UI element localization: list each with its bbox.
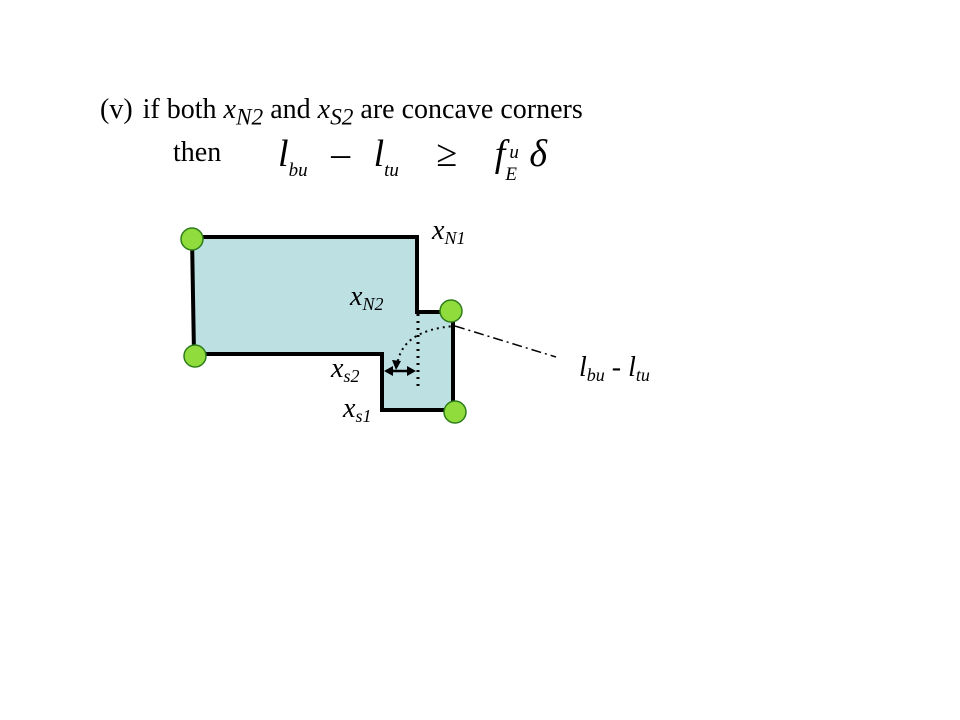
formula-l2-sub: tu bbox=[384, 160, 399, 181]
heading: (v)if both xN2 and xS2 are concave corne… bbox=[100, 92, 583, 136]
dotted-arc bbox=[396, 325, 456, 368]
formula-l1: l bbox=[278, 133, 289, 175]
formula-l1-sub: bu bbox=[288, 160, 308, 181]
region-shape bbox=[189, 235, 455, 412]
heading-text-c: are concave corners bbox=[353, 94, 583, 125]
label-xn2: xN2 bbox=[350, 281, 384, 315]
formula-f: f bbox=[494, 133, 506, 175]
formula-f-sup: u bbox=[509, 142, 519, 164]
arc-arrow-head bbox=[392, 360, 401, 370]
heading-var1: x bbox=[223, 94, 236, 125]
formula-f-sub: E bbox=[505, 164, 517, 186]
formula-minus: – bbox=[331, 133, 351, 175]
corner-marker-bottom-left bbox=[183, 344, 207, 368]
label-length-difference: lbu - ltu bbox=[579, 352, 650, 386]
formula-l2: l bbox=[373, 133, 385, 175]
heading-text-b: and bbox=[263, 94, 318, 125]
heading-var2-sub: S2 bbox=[330, 104, 354, 131]
formula-geq: ≥ bbox=[436, 133, 458, 175]
heading-text-a: if both bbox=[142, 94, 224, 125]
formula-delta: δ bbox=[529, 133, 547, 175]
corner-marker-bottom-right bbox=[443, 400, 467, 424]
label-xn1: xN1 bbox=[432, 215, 466, 249]
label-xs1: xs1 bbox=[343, 393, 372, 427]
label-xs2: xs2 bbox=[331, 353, 360, 387]
leader-line bbox=[454, 325, 557, 358]
corner-marker-top-right bbox=[439, 299, 463, 323]
width-arrow-head-left bbox=[384, 366, 393, 376]
heading-number: (v) bbox=[100, 94, 133, 125]
width-arrow-head-right bbox=[407, 366, 416, 376]
heading-var1-sub: N2 bbox=[235, 104, 264, 131]
corner-marker-top-left bbox=[180, 227, 204, 251]
heading-var2: x bbox=[317, 94, 331, 125]
then-text: then bbox=[173, 137, 222, 168]
